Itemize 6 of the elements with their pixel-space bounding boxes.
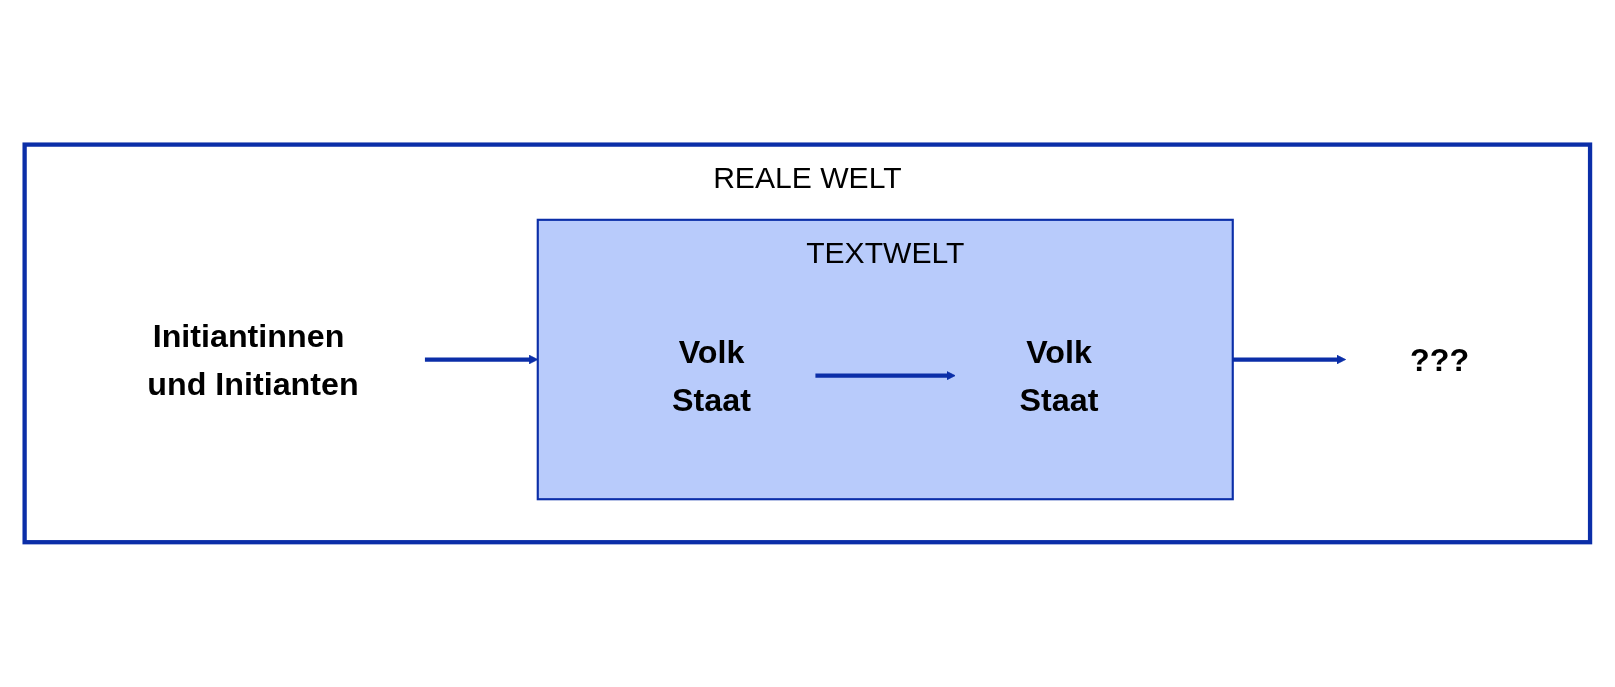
arrow — [1232, 354, 1347, 365]
node-text: Volk Staat — [672, 333, 752, 418]
arrow — [815, 371, 956, 381]
node-text: Initiantinnen und Initianten — [147, 317, 359, 402]
node-text: Volk Staat — [1019, 333, 1099, 418]
node-text: ??? — [1410, 341, 1470, 378]
